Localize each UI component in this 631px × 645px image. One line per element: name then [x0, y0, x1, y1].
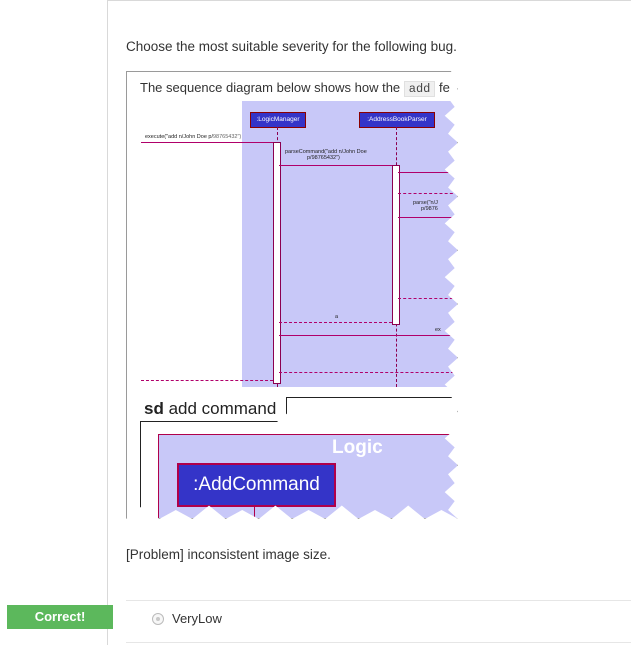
participant-logic-manager: :LogicManager: [250, 112, 306, 128]
add-command-participant: :AddCommand: [177, 463, 336, 507]
option-label: VeryLow: [172, 611, 222, 626]
arrow-parse-command: [279, 165, 392, 166]
arrow-create-parser: [398, 172, 457, 173]
bug-screenshot-image: The sequence diagram below shows how the…: [126, 71, 458, 519]
arrow-result-return: [141, 380, 273, 381]
option-bottom-divider: [126, 642, 631, 643]
content-top-border: [107, 0, 631, 1]
content-left-border: [107, 0, 108, 645]
message-ex: ex: [435, 327, 441, 333]
arrow-parse: [398, 217, 457, 218]
correct-badge: Correct!: [7, 605, 113, 629]
option-verylow[interactable]: VeryLow: [152, 611, 222, 626]
arrow-return-a: [279, 322, 392, 323]
radio-verylow[interactable]: [152, 612, 164, 625]
activation-address-book-parser: [392, 165, 400, 325]
problem-description: [Problem] inconsistent image size.: [126, 547, 331, 562]
arrow-execute: [141, 142, 273, 143]
arrow-parse-return: [398, 298, 457, 299]
screenshot-caption: The sequence diagram below shows how the…: [140, 80, 450, 97]
activation-logic-manager: [273, 142, 281, 384]
message-return-a: a: [335, 314, 339, 320]
message-parse: parse("n/J p/9876: [413, 200, 438, 212]
arrow-command-return: [279, 372, 457, 373]
sd-frame: [140, 397, 457, 518]
add-command-lifeline: [254, 505, 255, 518]
code-snippet: add: [403, 81, 436, 97]
message-execute: execute("add n/John Doe p/98765432"): [145, 134, 242, 140]
arrow-parser-return: [398, 193, 457, 194]
arrow-execute-command: [279, 335, 457, 336]
logic-title: Logic: [332, 437, 383, 458]
question-prompt: Choose the most suitable severity for th…: [126, 39, 457, 54]
option-top-divider: [126, 600, 631, 601]
sd-frame-label: sd add command: [140, 397, 288, 422]
message-parse-command: parseCommand("add n/John Doe p/98765432"…: [285, 149, 367, 161]
participant-address-book-parser: :AddressBookParser: [359, 112, 435, 128]
